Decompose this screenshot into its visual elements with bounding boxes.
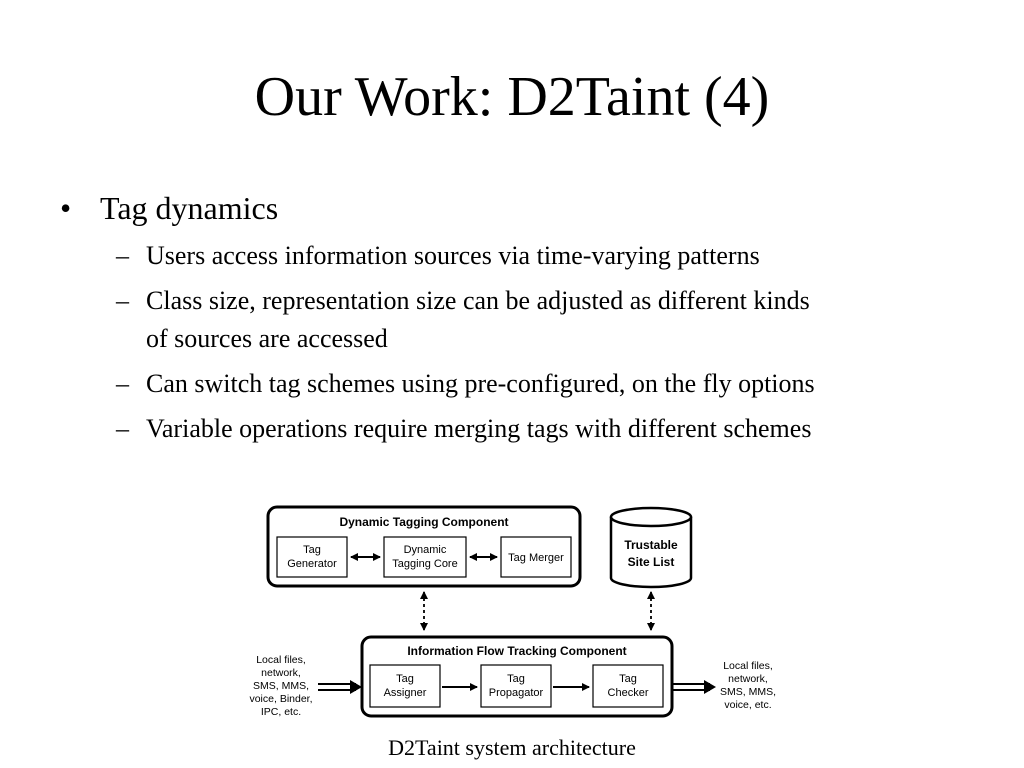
information-flow-tracking-component: Information Flow Tracking Component Tag … <box>360 635 674 718</box>
source-line: Local files, <box>256 654 306 666</box>
tag-assigner-label: Assigner <box>384 687 427 699</box>
subbullet-text: Class size, representation size can be a… <box>146 282 966 358</box>
tag-merger-label: Tag Merger <box>508 552 564 564</box>
trustable-label: Site List <box>628 555 675 569</box>
bullet-list: • Tag dynamics – Users access informatio… <box>60 186 966 448</box>
subbullet-text: Users access information sources via tim… <box>146 241 760 270</box>
tag-propagator-box <box>480 664 552 708</box>
right-sinks-text: Local files, network, SMS, MMS, voice, e… <box>720 660 776 711</box>
dynamic-tagging-core-box <box>383 536 467 578</box>
trustable-label: Trustable <box>624 538 678 552</box>
left-sources-text: Local files, network, SMS, MMS, voice, B… <box>249 654 312 718</box>
subbullet-text: Variable operations require merging tags… <box>146 414 812 443</box>
bullet-text: Tag dynamics <box>100 190 279 226</box>
subbullet-item: – Class size, representation size can be… <box>116 282 966 358</box>
sink-line: SMS, MMS, <box>720 686 776 698</box>
tag-merger-box <box>500 536 572 578</box>
trustable-site-list: Trustable Site List <box>609 506 693 589</box>
subbullet-item: – Can switch tag schemes using pre-confi… <box>116 365 966 403</box>
dash-mark: – <box>116 369 129 398</box>
subbullet-text: Can switch tag schemes using pre-configu… <box>146 369 815 398</box>
source-line: IPC, etc. <box>261 706 301 718</box>
dynamic-tagging-component: Dynamic Tagging Component Tag Generator … <box>266 505 582 588</box>
dtc-title: Dynamic Tagging Component <box>339 515 508 529</box>
bullet-mark: • <box>60 190 72 226</box>
source-line: voice, Binder, <box>249 693 312 705</box>
architecture-diagram: Dynamic Tagging Component Tag Generator … <box>249 505 776 718</box>
output-arrow <box>672 680 716 694</box>
tag-propagator-label: Tag <box>507 673 525 685</box>
dash-mark: – <box>116 414 129 443</box>
tag-assigner-box <box>369 664 441 708</box>
subbullet-item: – Variable operations require merging ta… <box>116 410 966 448</box>
subbullet-item: – Users access information sources via t… <box>116 237 966 275</box>
dash-mark: – <box>116 286 129 315</box>
tag-checker-box <box>592 664 664 708</box>
subbullet-line: Class size, representation size can be a… <box>146 286 810 315</box>
figure-caption: D2Taint system architecture <box>388 735 636 760</box>
tag-checker-label: Tag <box>619 673 637 685</box>
tag-checker-label: Checker <box>608 687 649 699</box>
input-arrow <box>318 680 362 694</box>
bullet-item: • Tag dynamics <box>60 186 278 230</box>
tag-generator-label: Tag <box>303 544 321 556</box>
tag-propagator-label: Propagator <box>489 687 544 699</box>
subbullet-line: of sources are accessed <box>146 324 388 353</box>
slide-title: Our Work: D2Taint (4) <box>254 66 770 128</box>
source-line: network, <box>261 667 301 679</box>
tag-generator-label: Generator <box>287 558 337 570</box>
tag-generator-box <box>276 536 348 578</box>
tag-assigner-label: Tag <box>396 673 414 685</box>
source-line: SMS, MMS, <box>253 680 309 692</box>
iftc-title: Information Flow Tracking Component <box>407 644 626 658</box>
sink-line: network, <box>728 673 768 685</box>
dynamic-core-label: Dynamic <box>404 544 447 556</box>
dash-mark: – <box>116 241 129 270</box>
sink-line: Local files, <box>723 660 773 672</box>
dynamic-core-label: Tagging Core <box>392 558 457 570</box>
sink-line: voice, etc. <box>724 699 771 711</box>
